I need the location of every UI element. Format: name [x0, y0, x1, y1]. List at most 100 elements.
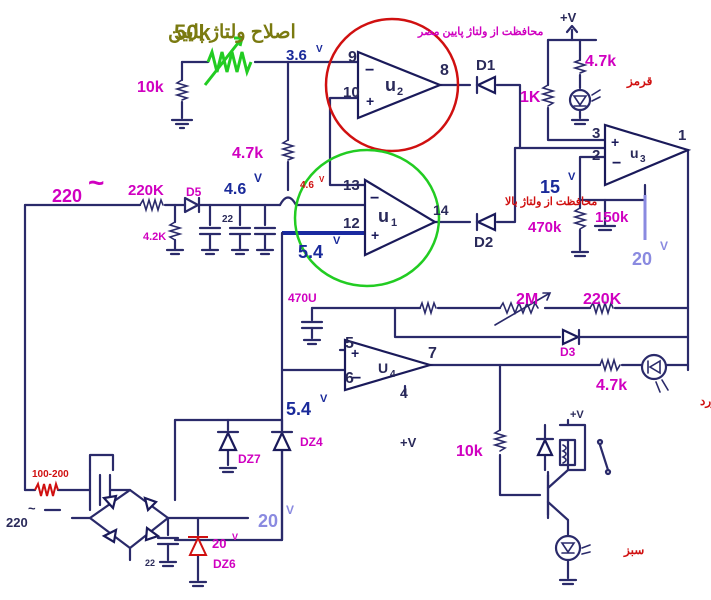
resistor-1k	[540, 84, 556, 107]
label-15v: 15	[540, 177, 560, 197]
opamp-u4	[343, 338, 434, 392]
svg-text:V: V	[316, 44, 323, 55]
label-dz4: DZ4	[300, 435, 323, 449]
label-10k-top: 10k	[137, 79, 164, 96]
label-pot-50k: 50k	[174, 20, 211, 45]
label-20v-dz6: 20	[212, 536, 226, 551]
label-plus-v-relay: +V	[570, 409, 584, 421]
pin-4: 4	[400, 385, 408, 401]
label-4.6v: 4.6	[224, 181, 246, 198]
resistor-100-200	[34, 480, 59, 497]
pin-6: 6	[345, 370, 354, 387]
label-plus-v-mid: +V	[400, 435, 417, 450]
label-220-bottom: 220	[6, 515, 28, 530]
label-d3: D3	[560, 345, 576, 359]
diode-d5-icon	[183, 196, 201, 214]
label-dz7: DZ7	[238, 452, 261, 466]
pin-3: 3	[592, 125, 600, 142]
resistor-4.2k	[167, 221, 183, 241]
label-20v-right: 20	[632, 249, 652, 269]
opamp-u3	[603, 123, 692, 187]
label-220k-feedback: 220K	[583, 291, 622, 308]
label-4.7k-mid: 4.7k	[596, 377, 627, 394]
label-protect-low: محافظت از ولتاژ پایین مضر	[417, 26, 543, 38]
svg-text:−: −	[370, 190, 379, 207]
svg-text:V: V	[568, 171, 576, 183]
label-protect-high: محافظت از ولتاژ بالا	[505, 196, 597, 208]
label-470k: 470k	[528, 219, 562, 236]
svg-text:V: V	[320, 393, 328, 405]
pin-9: 9	[348, 49, 357, 66]
label-22uf-bottom: 22	[145, 558, 155, 568]
ic-u1: u	[378, 206, 389, 226]
label-dz6: DZ6	[213, 557, 236, 571]
label-10k-bottom: 10k	[456, 443, 483, 460]
pot-2m-arrow	[494, 292, 552, 326]
label-20v-bottom: 20	[258, 511, 278, 531]
bridge-diode-3-icon	[101, 528, 118, 544]
label-d2: D2	[474, 234, 493, 251]
svg-text:1: 1	[391, 217, 397, 229]
resistor-4.7k-top	[572, 59, 588, 74]
svg-text:4: 4	[390, 369, 396, 380]
pot-50k	[203, 36, 253, 86]
diode-d2-icon	[475, 212, 497, 232]
svg-text:V: V	[319, 175, 325, 184]
diode-d3-icon	[561, 328, 581, 346]
resistors	[34, 59, 621, 512]
bridge-diode-2-icon	[143, 496, 158, 513]
svg-text:2: 2	[397, 86, 403, 98]
opamp-u1	[363, 178, 438, 257]
svg-text:V: V	[660, 239, 668, 253]
resistor-feedback-1	[419, 300, 437, 316]
label-d1: D1	[476, 57, 495, 74]
label-2m: 2M	[516, 291, 538, 308]
label-3.6v: 3.6	[286, 47, 307, 64]
svg-text:−: −	[365, 62, 374, 79]
label-470u: 470U	[288, 291, 317, 305]
pin-14: 14	[433, 202, 449, 218]
highlight-circle-u1	[293, 148, 441, 288]
svg-text:+: +	[611, 134, 619, 150]
pin-7: 7	[428, 345, 437, 362]
resistor-2m	[499, 300, 539, 316]
label-100-200: 100-200	[32, 469, 69, 480]
svg-text:V: V	[286, 503, 294, 517]
label-4.2k: 4.2K	[143, 231, 166, 243]
ic-u3: u	[630, 145, 639, 161]
plus-v-top-arrow	[565, 24, 579, 34]
ic-u2: u	[385, 75, 396, 95]
bridge-diode-1-icon	[101, 494, 118, 511]
pin-1: 1	[678, 127, 686, 144]
title-persian: اصلاح ولتاژ پایین	[168, 22, 296, 43]
resistor-4.7k-left	[280, 139, 296, 161]
leds	[554, 88, 669, 562]
svg-text:V: V	[333, 235, 341, 247]
resistor-10k-top	[174, 79, 190, 101]
svg-text:V: V	[232, 532, 238, 542]
led-yellow-icon	[640, 353, 669, 393]
label-1k: 1K	[520, 89, 541, 106]
label-5.4v-mid: 5.4	[298, 242, 323, 262]
label-tilde: ~	[88, 167, 104, 198]
zener-dz4-icon	[270, 430, 294, 452]
zener-dz6-icon	[188, 535, 208, 556]
zener-dz7-icon	[216, 430, 240, 452]
opamp-u2	[356, 50, 443, 120]
highlight-circle-u2	[324, 17, 460, 153]
relay-coil-icon	[558, 438, 612, 476]
label-22uf: 22	[222, 214, 234, 225]
bridge-diode-4-icon	[144, 525, 161, 542]
label-5.4v-low: 5.4	[286, 399, 311, 419]
label-4.6v-small: 4.6	[300, 180, 314, 191]
label-4.7k-left: 4.7k	[232, 145, 263, 162]
pin-13: 13	[343, 177, 360, 194]
wires	[23, 28, 690, 588]
svg-text:+: +	[366, 93, 374, 109]
svg-text:+: +	[371, 227, 379, 243]
label-d5: D5	[186, 185, 202, 199]
svg-text:3: 3	[640, 154, 646, 165]
pin-8: 8	[440, 62, 449, 79]
pin-12: 12	[343, 215, 360, 232]
